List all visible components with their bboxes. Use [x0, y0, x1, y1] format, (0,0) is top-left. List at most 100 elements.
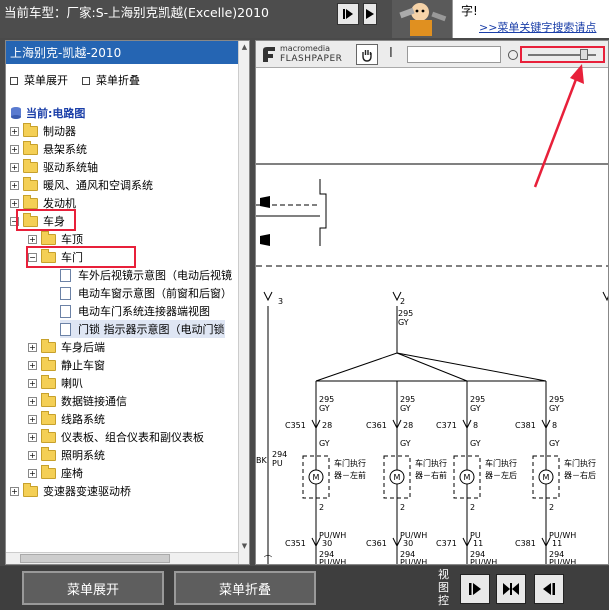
connector-symbol — [392, 537, 402, 548]
tree-item-label: 车门 — [61, 251, 83, 264]
actuator-box — [532, 455, 560, 499]
tree-item-door[interactable]: − 车门 — [28, 248, 83, 266]
actuator-label: 车门执行 — [415, 458, 447, 468]
connector-symbol — [311, 419, 321, 430]
expand-menu-button[interactable]: 菜单展开 — [22, 571, 164, 605]
expand-icon[interactable]: + — [28, 414, 37, 424]
flashpaper-logo-icon — [263, 47, 275, 62]
tree-item-instrument[interactable]: + 仪表板、组合仪表和副仪表板 — [28, 428, 204, 446]
hand-tool-button[interactable] — [356, 44, 378, 65]
expand-icon[interactable]: + — [28, 234, 37, 244]
expand-icon[interactable]: + — [10, 180, 19, 190]
collapse-icon[interactable]: − — [10, 216, 19, 226]
collapse-all-link[interactable]: 菜单折叠 — [82, 72, 140, 88]
left-color-b: PU — [272, 459, 283, 468]
tree-item-driveline[interactable]: +驱动系统轴 — [10, 158, 98, 176]
expand-icon[interactable]: + — [10, 198, 19, 208]
page-input[interactable] — [407, 46, 501, 63]
search-link[interactable]: >>菜单关键字搜索请点 — [479, 21, 597, 34]
tree-doc-window[interactable]: 电动车窗示意图（前窗和后窗） — [60, 284, 232, 302]
wire-code: 295 — [319, 395, 334, 404]
nav-button-1[interactable] — [337, 3, 359, 25]
view-split-button[interactable] — [496, 574, 526, 604]
view-right-button[interactable] — [534, 574, 564, 604]
scroll-up-icon[interactable]: ▲ — [241, 43, 248, 51]
tree-root-label: 当前:电路图 — [26, 107, 86, 120]
tree-item-label: 仪表板、组合仪表和副仪表板 — [61, 431, 204, 444]
text-select-tool[interactable]: I — [389, 46, 393, 61]
actuator-box — [302, 455, 330, 499]
expand-icon[interactable]: + — [10, 144, 19, 154]
tree-doc-label: 电动车窗示意图（前窗和后窗） — [78, 287, 232, 300]
tree-item-label: 座椅 — [61, 467, 83, 480]
expand-icon[interactable]: + — [28, 468, 37, 478]
model-header: 上海别克-凯越-2010 — [6, 41, 249, 64]
tree-horizontal-scrollbar[interactable] — [6, 552, 238, 564]
split-view-icon — [503, 583, 519, 595]
tree-item-body[interactable]: −车身 — [10, 212, 65, 230]
mascot-image — [392, 0, 452, 38]
view-left-button[interactable] — [460, 574, 490, 604]
actuator-label: 器－右前 — [415, 470, 447, 480]
tree-item-roof[interactable]: +车顶 — [28, 230, 83, 248]
expand-icon[interactable]: + — [28, 378, 37, 388]
expand-all-link[interactable]: 菜单展开 — [10, 72, 68, 88]
nav-button-2[interactable] — [363, 3, 377, 25]
wire-color: GY — [470, 404, 481, 413]
tree-item-label: 悬架系统 — [43, 143, 87, 156]
expand-icon[interactable]: + — [10, 162, 19, 172]
left-color-a: BK — [256, 456, 267, 465]
expand-icon[interactable]: + — [28, 450, 37, 460]
expand-icon[interactable]: + — [28, 342, 37, 352]
expand-icon[interactable]: + — [28, 432, 37, 442]
actuator-label: 器－右后 — [564, 470, 596, 480]
terminal-marker — [260, 234, 270, 246]
bottom-wire-color: PU/WH — [470, 558, 497, 565]
tree-item-seats[interactable]: + 座椅 — [28, 464, 83, 482]
expand-icon[interactable]: + — [10, 126, 19, 136]
zoom-slider[interactable] — [520, 46, 605, 63]
tree-item-brake[interactable]: +制动器 — [10, 122, 76, 140]
tree-item-horn[interactable]: +喇叭 — [28, 374, 83, 392]
wire-code: 295 — [470, 395, 485, 404]
tree-vertical-scrollbar[interactable]: ▲ ▼ — [238, 41, 249, 564]
zoom-out-icon[interactable] — [507, 49, 519, 61]
tree-doc-doorlock-selected[interactable]: 门锁 指示器示意图（电动门锁 — [60, 320, 225, 338]
tree-item-transmission[interactable]: +变速器变速驱动桥 — [10, 482, 131, 500]
tree-root[interactable]: 当前:电路图 — [10, 104, 85, 122]
connector-symbol — [392, 291, 402, 302]
tree-item-fixed-glass[interactable]: +静止车窗 — [28, 356, 105, 374]
zoom-thumb[interactable] — [580, 49, 589, 60]
bottom-wire-color: PU/WH — [549, 558, 576, 565]
tree-item-data-link[interactable]: +数据链接通信 — [28, 392, 127, 410]
tree-item-lighting[interactable]: +照明系统 — [28, 446, 105, 464]
tree-item-rear[interactable]: +车身后端 — [28, 338, 105, 356]
tree-doc-connector[interactable]: 电动车门系统连接器端视图 — [60, 302, 210, 320]
tree-item-suspension[interactable]: + 悬架系统 — [10, 140, 87, 158]
bottom-connector-pin: 30 — [322, 539, 332, 548]
tree-item-hvac[interactable]: +暖风、通风和空调系统 — [10, 176, 153, 194]
scroll-down-icon[interactable]: ▼ — [241, 542, 248, 550]
search-hint: 字! — [461, 4, 478, 18]
expand-icon[interactable]: + — [10, 486, 19, 496]
folder-icon — [41, 356, 56, 371]
expand-icon[interactable]: + — [28, 360, 37, 370]
actuator-label: 车门执行 — [334, 458, 366, 468]
collapse-icon[interactable]: − — [28, 252, 37, 262]
actuator-box — [383, 455, 411, 499]
scroll-thumb[interactable] — [20, 554, 170, 563]
tree-doc-label: 电动车门系统连接器端视图 — [78, 305, 210, 318]
output-pin: 2 — [470, 503, 475, 512]
expand-icon[interactable]: + — [28, 396, 37, 406]
output-color: PU/WH — [400, 531, 427, 540]
wire-a-label: 3 — [278, 297, 283, 306]
tree-item-wiring[interactable]: +线路系统 — [28, 410, 105, 428]
expand-all-label: 菜单展开 — [24, 74, 68, 87]
tree-doc-mirror[interactable]: 车外后视镜示意图（电动后视镜 — [60, 266, 232, 284]
actuator-label: 车门执行 — [485, 458, 517, 468]
collapse-menu-button[interactable]: 菜单折叠 — [174, 571, 316, 605]
connector-symbol — [462, 537, 472, 548]
tree-item-engine[interactable]: +发动机 — [10, 194, 76, 212]
menu-tree-panel: 上海别克-凯越-2010 菜单展开 菜单折叠 当前:电路图 +制动器 + 悬架系统… — [5, 40, 250, 565]
